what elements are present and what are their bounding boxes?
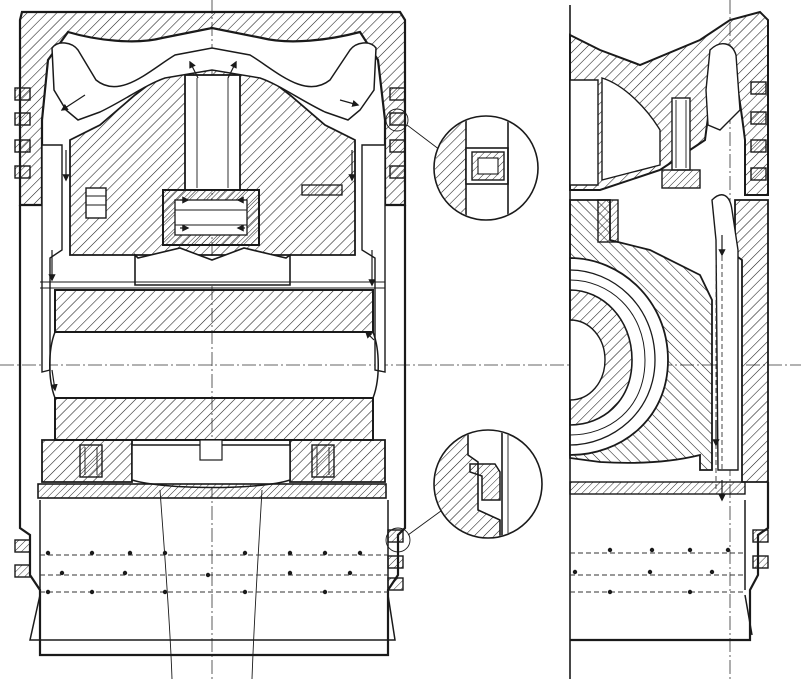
ring-detail-top (433, 115, 539, 221)
side-flow-arrows (712, 235, 726, 502)
plug-right-upper (301, 184, 343, 196)
side-right-wall (734, 199, 769, 483)
side-skirt-band (569, 481, 746, 495)
left-wall-cavity (41, 144, 63, 373)
bearing-saddle (134, 247, 291, 286)
detail-marker-bottom (385, 527, 411, 553)
side-piston-rings (750, 81, 769, 569)
lower-web (41, 439, 386, 483)
side-bearing-cap (597, 199, 619, 243)
side-section-view (569, 0, 801, 679)
bolt-right (311, 444, 335, 478)
side-skirt-holes (572, 547, 731, 595)
right-wall-cavity (361, 144, 386, 373)
side-bolt (661, 97, 701, 189)
ring-detail-bottom (433, 429, 543, 539)
central-oil-bore (184, 74, 241, 191)
wrist-pin-top (54, 289, 374, 333)
cooling-gallery (51, 42, 377, 121)
skirt-flare (29, 594, 396, 641)
side-skirt (570, 482, 770, 642)
piston-rings-left (14, 87, 31, 578)
main-section-view (0, 0, 570, 679)
detail-marker-top (385, 108, 409, 132)
bolt-left (79, 444, 103, 478)
piston-crown (18, 10, 407, 207)
piston-rings-right (387, 87, 406, 591)
plug-left-upper (85, 187, 107, 219)
wrist-pin-bottom (54, 397, 374, 441)
skirt-band (37, 483, 387, 499)
wrist-pin-outline (49, 331, 379, 399)
skirt-holes (45, 550, 363, 595)
side-main-bearing (569, 257, 669, 456)
side-inner-cavity (705, 43, 741, 131)
oil-flow-arrows (48, 60, 376, 392)
